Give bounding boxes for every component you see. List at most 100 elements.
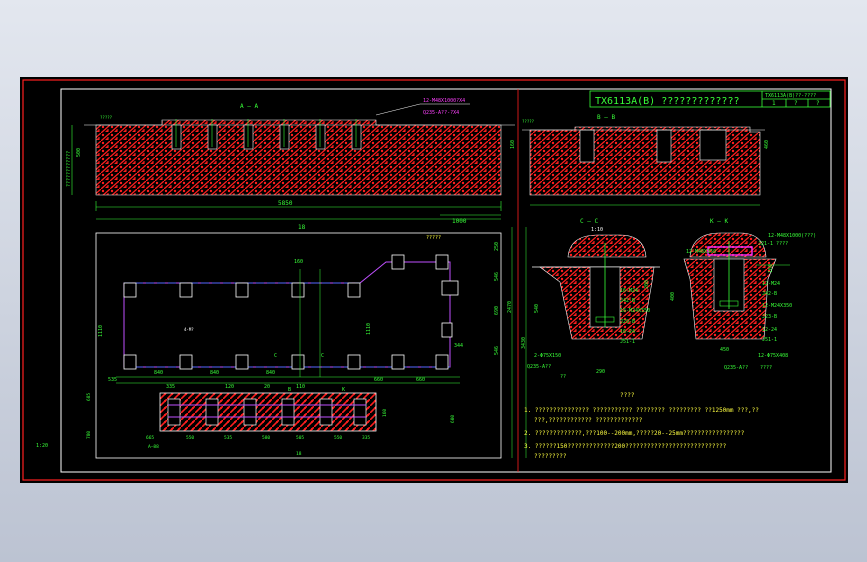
aa-note-2: Q235-A??-?X4 (423, 110, 459, 116)
section-kk-label: K — K (710, 218, 728, 225)
cc-dim: 540 (534, 304, 540, 313)
plan-width-dim: 18 (298, 224, 306, 231)
right-dim: 546 (494, 272, 500, 281)
plan-mark-c1: C (274, 353, 277, 359)
cc-plate-label: 2-Φ75X150 (534, 353, 561, 359)
plan-mark-b: B (288, 387, 291, 393)
kk-bolt-label: 12-M48X350 (686, 249, 716, 255)
drawing-sheet: TX6113A(B) ????????????? TX6113A(B)??-??… (20, 77, 848, 483)
cc-washer-label: J29-B (620, 319, 635, 325)
notes-line-1b: ???,???????????? ????????????? (534, 417, 643, 424)
plan-ext-dim: 1000 (452, 218, 467, 225)
row-dim: 840 (154, 370, 163, 376)
mini-dim: 535 (224, 435, 232, 441)
mini-elevation (159, 392, 377, 432)
section-aa: A — A 12-M48X1000?X4 Q235-A??-?X4 ????? … (66, 98, 515, 211)
height-mid-dim: 2470 (507, 301, 513, 313)
kk-mat2-label: ???? (760, 365, 772, 371)
cc-bolt2-label: 16-M24X550 (620, 308, 650, 314)
kk-dim: 450 (720, 347, 729, 353)
kk-grout (707, 246, 753, 256)
plan-mid-dim: 1110 (366, 323, 372, 335)
mini-dim: 580 (262, 435, 270, 441)
row-dim: 660 (374, 377, 383, 383)
cc-mat-label: Q235-A?? (527, 364, 551, 370)
tech-notes: ???? 1. ??????????????? ??????????? ????… (524, 392, 759, 460)
section-cc-label: C — C (580, 218, 598, 225)
scale-label: 1:20 (36, 443, 48, 449)
cc-pin-label: 16-24 (620, 329, 635, 335)
height-total-dim: 3430 (521, 337, 527, 349)
left-dim: 685 (86, 393, 92, 401)
notes-line-3b: ????????? (534, 453, 567, 460)
kk-dim: 400 (670, 292, 676, 301)
mini-dim: 335 (362, 435, 370, 441)
plan-mark-c2: C (321, 353, 324, 359)
mini-dim: 505 (296, 435, 304, 441)
bb-level-mark: ????? (522, 119, 535, 124)
aa-bolts (175, 119, 357, 147)
section-cc: C — C 1:10 16-M24 J42-B 16-M24X550 J29-B… (527, 218, 660, 380)
row-dim: 660 (416, 377, 425, 383)
section-bb: B — B ????? 460 160 (510, 114, 770, 206)
cc-nut-label: J42-B (620, 298, 635, 304)
kk-washer2-label: J23-B (762, 314, 777, 320)
cc-sleeve-label: J51-1 (620, 339, 635, 345)
notes-line-1: 1. ??????????????? ??????????? ???????? … (524, 407, 759, 414)
cc-scale: 1:10 (591, 227, 603, 233)
kk-bolt3-label: 12-M24X350 (762, 303, 792, 309)
row2-dim: 110 (296, 384, 305, 390)
right-dim: 250 (494, 242, 500, 251)
cc-dim: 290 (596, 369, 605, 375)
section-bb-label: B — B (597, 114, 615, 121)
outer-frame (22, 79, 846, 481)
notes-line-2: 2. ?????????????,???100--200mm,?????20--… (524, 430, 745, 437)
row2-dim: 120 (225, 384, 234, 390)
kk-mat-label: Q235-A?? (724, 365, 748, 371)
kk-nut-label: J21-1 ???? (758, 241, 788, 247)
plan-bottom-dim: 18 (296, 451, 302, 457)
title-cell-2: ? (794, 100, 798, 107)
cc-dim: 200 (644, 280, 650, 289)
row-dim: 840 (210, 370, 219, 376)
machine-footprint (123, 261, 451, 368)
row2-dim: 335 (166, 384, 175, 390)
mini-dim: 550 (186, 435, 194, 441)
plan-bolt-pads (123, 254, 459, 370)
row-dim: 840 (266, 370, 275, 376)
right-dim: 546 (494, 346, 500, 355)
row-dim: 535 (108, 377, 117, 383)
kk-pin-label: 12-24 (762, 327, 777, 333)
bb-small-dim: 160 (510, 140, 516, 149)
plan-view: 18 1000 ????? 160 1110 1110 4-M? (36, 214, 527, 459)
plan-mark-k: K (342, 387, 345, 393)
kk-plate-label: 12-Φ75X408 (758, 353, 788, 359)
cad-drawing: TX6113A(B) ????????????? TX6113A(B)??-??… (22, 79, 846, 481)
title-block: TX6113A(B) ????????????? TX6113A(B)??-??… (589, 90, 831, 108)
grout-note: ????? (426, 235, 441, 241)
mini-dim: 665 (146, 435, 154, 441)
left-dim: 780 (86, 431, 92, 439)
mini-left-mark: A—88 (148, 444, 159, 450)
section-aa-label: A — A (240, 103, 258, 110)
kk-dim: 160 (768, 264, 774, 273)
aa-bolt-holes (171, 124, 362, 150)
kk-sleeve-label: J51-1 (762, 337, 777, 343)
aa-depth-dim: 500 (76, 148, 82, 157)
cc-bolt-label: 16-M24 (620, 288, 638, 294)
aa-left-note: ???????????? (66, 151, 72, 187)
inner-frame (60, 88, 832, 473)
kk-bolt-b-label: 12-M48X1000(???) (768, 233, 816, 239)
aa-length-dim: 5850 (278, 200, 293, 207)
row2-dim: 20 (264, 384, 270, 390)
aa-note-1: 12-M48X1000?X4 (423, 98, 465, 104)
side-dim: 344 (454, 343, 463, 349)
notes-line-3: 3. ??????150?????????????200????????????… (524, 443, 727, 450)
aa-foundation-hatch (95, 119, 502, 196)
aa-level-mark: ????? (100, 115, 113, 120)
sub-dim: 600 (450, 415, 456, 423)
plan-left-dim: 1110 (98, 325, 104, 337)
title-cell-3: ? (816, 100, 820, 107)
right-dim: 690 (494, 306, 500, 315)
bb-depth-dim: 460 (764, 140, 770, 149)
